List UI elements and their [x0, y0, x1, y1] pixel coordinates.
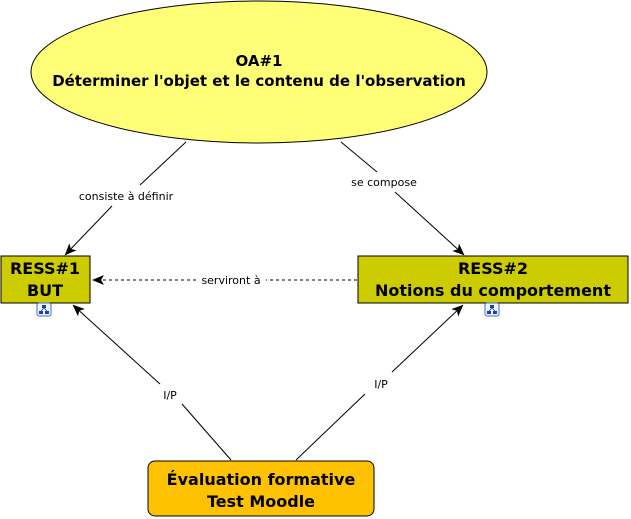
node-evaluation-subtitle: Test Moodle: [207, 492, 315, 511]
link-line-ip-right-bottom: [295, 393, 366, 461]
node-oa1-title: OA#1: [236, 52, 283, 70]
node-evaluation[interactable]: Évaluation formative Test Moodle: [147, 460, 375, 517]
link-line-compose-bottom: [394, 191, 465, 256]
link-label-ip-left: I/P: [163, 389, 177, 402]
node-oa1[interactable]: OA#1 Déterminer l'objet et le contenu de…: [30, 0, 488, 144]
link-line-ip-left-top: [72, 304, 161, 385]
node-evaluation-shape: [147, 460, 375, 517]
link-label-compose: se compose: [351, 176, 417, 189]
node-oa1-shape: [30, 0, 488, 144]
node-ress1[interactable]: RESS#1 BUT: [0, 255, 91, 304]
link-label-serviront: serviront à: [201, 274, 260, 287]
link-label-ip-right: I/P: [374, 378, 388, 391]
link-line-ip-left-bottom: [181, 403, 232, 461]
link-line-consiste-top: [139, 141, 187, 186]
concept-map-icon[interactable]: [484, 302, 500, 317]
link-label-consiste: consiste à définir: [79, 190, 174, 203]
node-ress2[interactable]: RESS#2 Notions du comportement: [357, 255, 629, 304]
link-line-consiste-bottom: [64, 205, 113, 256]
node-ress1-subtitle: BUT: [27, 281, 63, 300]
node-ress2-shape: [357, 255, 629, 304]
node-evaluation-title: Évaluation formative: [167, 470, 356, 489]
link-line-compose-top: [340, 141, 378, 173]
node-ress2-title: RESS#2: [458, 259, 528, 278]
link-line-ip-right-top: [391, 304, 464, 373]
node-oa1-subtitle: Déterminer l'objet et le contenu de l'ob…: [52, 72, 466, 90]
node-ress1-shape: [0, 255, 91, 304]
concept-map-icon[interactable]: [36, 302, 52, 317]
node-ress2-subtitle: Notions du comportement: [375, 281, 611, 300]
node-ress1-title: RESS#1: [10, 259, 80, 278]
